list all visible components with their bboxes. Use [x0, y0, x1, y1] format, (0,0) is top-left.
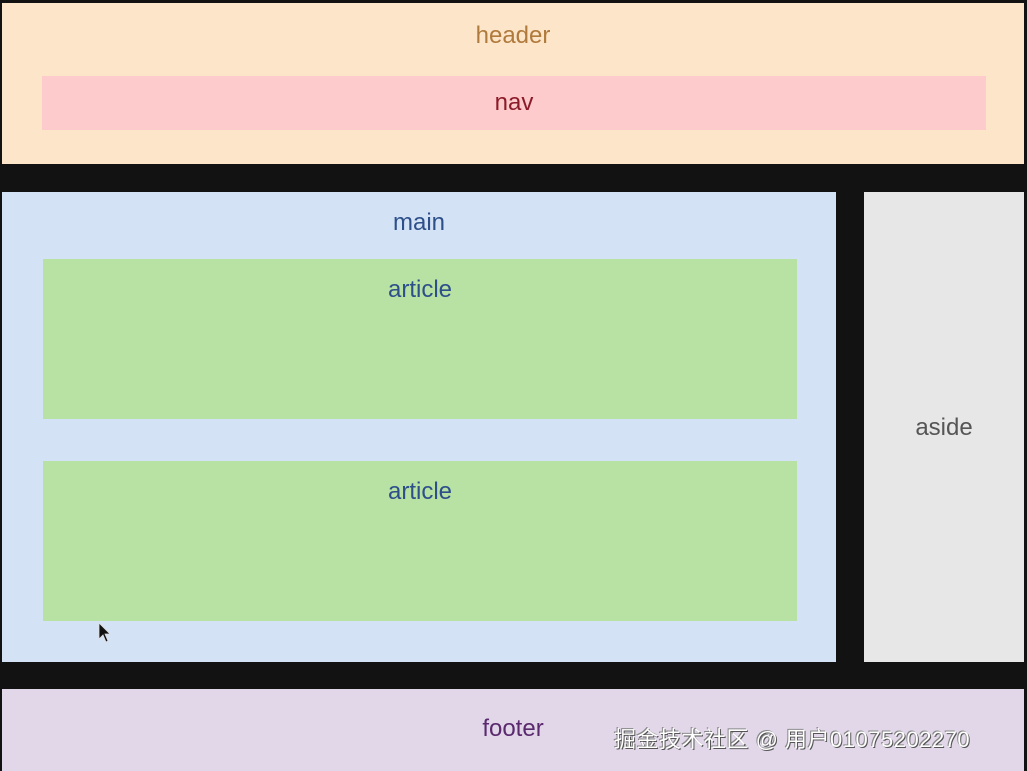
aside-label: aside: [915, 414, 973, 441]
article-label: article: [387, 478, 453, 505]
nav-label: nav: [494, 89, 534, 116]
aside-block: aside: [864, 192, 1024, 662]
watermark: 掘金技术社区 @ 用户01075202270: [614, 727, 971, 752]
header-label: header: [475, 22, 551, 49]
article-label: article: [387, 276, 453, 303]
nav-block: nav: [42, 76, 986, 130]
footer-label: footer: [482, 715, 544, 742]
footer-block: footer: [2, 689, 1024, 771]
header-block: header nav: [2, 3, 1024, 164]
main-block: main article article: [2, 192, 836, 662]
mouse-cursor-icon: [98, 622, 111, 643]
article-block: article: [43, 259, 797, 419]
article-block: article: [43, 461, 797, 621]
main-label: main: [392, 209, 446, 236]
